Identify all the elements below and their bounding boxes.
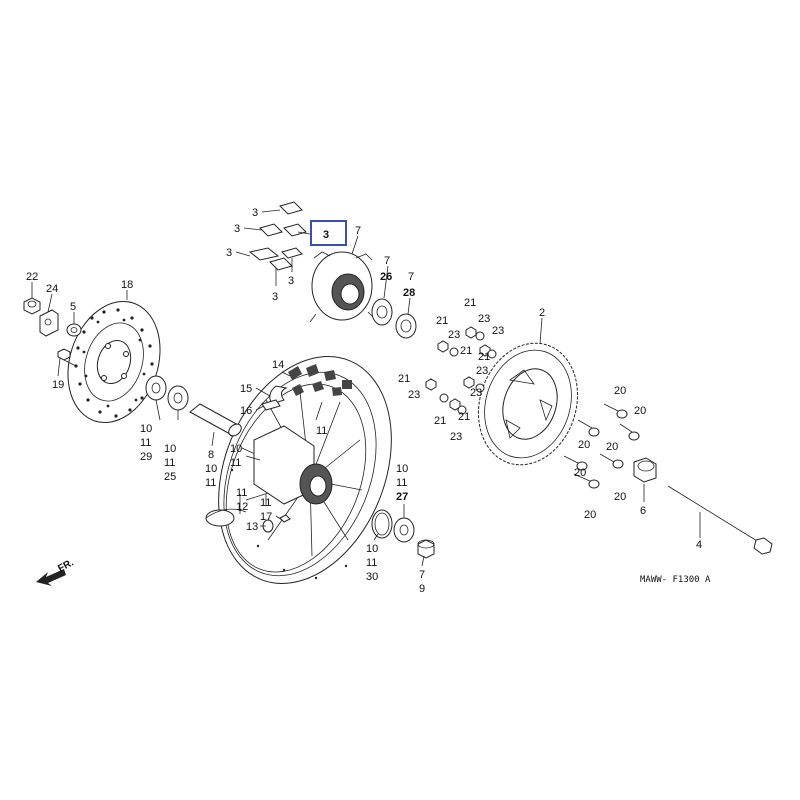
label-29: 29 [140,451,152,463]
front-direction-label: FR. [56,557,76,574]
label-10: 10 [396,463,408,475]
label-23: 23 [478,313,490,325]
label-3: 3 [234,223,240,235]
label-23: 23 [476,365,488,377]
label-7: 7 [355,225,361,237]
label-11: 11 [396,477,407,489]
bolt-19 [57,348,77,367]
label-11: 11 [236,487,247,499]
label-21: 21 [434,415,446,427]
driven-flange [309,251,375,323]
label-24: 24 [46,283,58,295]
front-direction-arrow [36,569,66,586]
label-7: 7 [384,255,390,267]
collar-9 [417,539,435,559]
leader-lines [31,209,701,567]
label-10: 10 [366,543,378,555]
label-11: 11 [230,457,241,469]
o-ring-30 [371,509,393,539]
rear-axle [667,485,773,555]
bearing-26 [371,298,393,326]
diagram-code: MAWW- F1300 A [640,575,711,585]
collar-6 [633,457,657,483]
label-22: 22 [26,271,38,283]
label-8: 8 [208,449,214,461]
label-4: 4 [696,539,702,551]
label-6: 6 [640,505,646,517]
final-driven-sprocket [477,342,579,466]
label-20: 20 [614,491,626,503]
label-2: 2 [539,307,545,319]
label-11: 11 [164,457,175,469]
label-3: 3 [252,207,258,219]
label-3: 3 [272,291,278,303]
label-3-selected[interactable]: 3 [323,229,329,241]
label-27: 27 [396,491,408,503]
tube-and-valve [205,385,288,527]
label-11: 11 [205,477,216,489]
label-21: 21 [460,345,472,357]
label-28: 28 [403,287,415,299]
label-19: 19 [52,379,64,391]
callout-labels: 22 24 5 19 18 3 3 3 3 3 3 7 7 26 7 28 14… [26,207,711,595]
label-9: 9 [419,583,425,595]
label-3: 3 [226,247,232,259]
label-10: 10 [140,423,152,435]
bracket-24 [39,309,59,337]
label-12: 12 [236,501,248,513]
label-30: 30 [366,571,378,583]
label-21: 21 [458,411,470,423]
label-23: 23 [408,389,420,401]
bearing-25 [167,385,189,411]
label-15: 15 [240,383,252,395]
label-25: 25 [164,471,176,483]
label-20: 20 [584,509,596,521]
label-23: 23 [450,431,462,443]
label-23: 23 [448,329,460,341]
label-16: 16 [240,405,252,417]
collar-8 [189,403,242,437]
label-20: 20 [606,441,618,453]
valve-13 [262,514,291,533]
nut-22 [23,297,41,315]
label-7: 7 [408,271,414,283]
seal-28 [395,313,417,339]
collar-5 [66,323,82,337]
label-23: 23 [470,387,482,399]
label-21: 21 [464,297,476,309]
label-17: 17 [260,511,272,523]
label-10: 10 [205,463,217,475]
damper-rubbers [248,201,307,271]
label-14: 14 [272,359,284,371]
label-21: 21 [436,315,448,327]
bearing-27 [393,517,415,543]
label-5: 5 [70,301,76,313]
label-11: 11 [316,425,327,437]
label-20: 20 [634,405,646,417]
nuts-and-washers [425,326,497,415]
label-26: 26 [380,271,392,283]
label-11: 11 [140,437,151,449]
label-10: 10 [230,443,242,455]
label-3: 3 [288,275,294,287]
studs [563,403,640,489]
label-11: 11 [366,557,377,569]
label-20: 20 [574,467,586,479]
label-20: 20 [614,385,626,397]
label-23: 23 [492,325,504,337]
label-10: 10 [164,443,176,455]
brake-disc [67,300,161,424]
label-20: 20 [578,439,590,451]
label-18: 18 [121,279,133,291]
label-21: 21 [478,351,490,363]
rear-wheel [218,356,392,584]
selected-part-highlight [310,220,347,246]
label-21: 21 [398,373,410,385]
label-13: 13 [246,521,258,533]
label-7: 7 [419,569,425,581]
bearing-29 [145,375,167,401]
label-11: 11 [260,497,271,509]
